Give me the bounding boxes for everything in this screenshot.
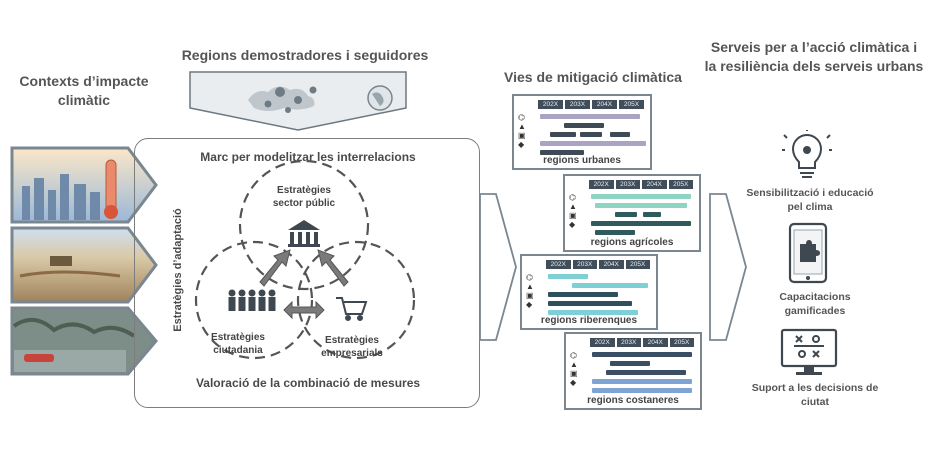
regions-header: Regions demostradores i seguidores (181, 47, 429, 63)
gear-icon (264, 86, 317, 113)
service-label-2: Capacitacions gamificades (779, 291, 851, 317)
services-header: Serveis per a l’acció climàtica i la res… (704, 39, 924, 74)
sector-icons: ⌬▲▣◆ (526, 273, 534, 309)
lightbulb-icon (782, 130, 832, 178)
field-harvest-image (10, 226, 158, 304)
mitigation-header: Vies de mitigació climàtica (504, 69, 682, 85)
service-label-1: Sensibilització i educació pel clima (746, 187, 874, 213)
region-label: regions agrícoles (590, 237, 674, 248)
svg-text:sector públic: sector públic (273, 198, 336, 209)
sector-icons: ⌬▲▣◆ (569, 193, 577, 229)
tablet-puzzle-icon (788, 222, 828, 284)
shopping-cart-icon (336, 297, 368, 321)
service-label-3: Suport a les decisions de ciutat (751, 382, 879, 408)
sector-icons: ⌬▲▣◆ (570, 351, 578, 387)
sector-icons: ⌬▲▣◆ (518, 113, 526, 149)
double-arrow-icon (259, 249, 349, 320)
framework-bottom-label: Valoració de la combinació de mesures (195, 376, 421, 390)
city-heat-image (10, 146, 158, 224)
svg-text:empresarials: empresarials (321, 348, 383, 359)
svg-text:ciutadania: ciutadania (213, 345, 263, 356)
public-label: Estratègies (277, 185, 331, 196)
flow-chevron-1 (479, 193, 517, 341)
people-icon (228, 289, 276, 311)
region-label: regions urbanes (543, 155, 621, 166)
bank-icon (288, 220, 320, 247)
contexts-header: Contexts d’impacte climàtic (19, 73, 149, 108)
region-label: regions costaneres (587, 395, 679, 406)
flow-chevron-2 (709, 193, 747, 341)
framework-title: Marc per modelitzar les interrelacions (200, 150, 416, 164)
monitor-tictactoe-icon (780, 328, 838, 375)
flood-image (10, 306, 158, 376)
citizens-label: Estratègies (211, 332, 265, 343)
interrelation-venn: Estratègies sector públic Estratègies ci… (194, 160, 416, 360)
business-label: Estratègies (325, 335, 379, 346)
region-label: regions riberenques (540, 315, 638, 326)
europe-map-banner (189, 71, 407, 131)
